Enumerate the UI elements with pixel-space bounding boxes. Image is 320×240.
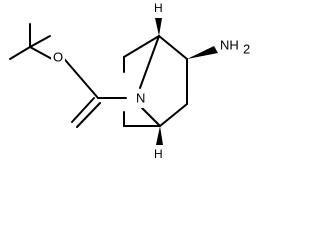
bridge-nitrogen-label: N <box>136 90 145 105</box>
bond-carbonyl-double-2 <box>76 102 101 128</box>
tert-butyl-group <box>9 23 53 60</box>
top-bridgehead-h-label: H <box>154 1 163 15</box>
bond-nitrogen-to-bottom-bridgehead <box>141 107 161 127</box>
bottom-bridgehead-h-label: H <box>154 147 163 161</box>
bond-oxygen-to-carbonyl <box>59 53 99 99</box>
carbamate-group <box>59 53 127 128</box>
bond-ch2-to-bottom-bridgehead <box>159 103 188 127</box>
molecule-structure: O N H H NH 2 <box>9 1 250 161</box>
bond-tbu-to-oxygen <box>29 46 53 60</box>
bond-top-bridgehead-to-amine-carbon <box>158 35 188 60</box>
wedge-amine <box>187 46 218 59</box>
wedge-top-h <box>155 18 162 36</box>
amino-group-label: NH 2 <box>220 37 250 56</box>
nitrogen-mask <box>134 90 150 108</box>
bond-top-bridgehead-to-nitrogen <box>139 35 160 89</box>
bond-carbonyl-double-1 <box>71 97 95 123</box>
ester-oxygen-label: O <box>53 49 63 64</box>
bond-tbu-methyl-left <box>9 46 31 60</box>
wedge-bottom-h <box>156 126 163 145</box>
amino-main-label: NH <box>220 37 239 52</box>
bicyclic-core <box>123 35 188 127</box>
bond-tbu-methyl-right <box>29 35 51 48</box>
amino-subscript-label: 2 <box>243 41 250 56</box>
stereo-wedges <box>155 18 218 145</box>
ester-oxygen-mask <box>51 50 65 66</box>
bond-top-bridgehead-to-back-ch2 <box>123 35 160 58</box>
